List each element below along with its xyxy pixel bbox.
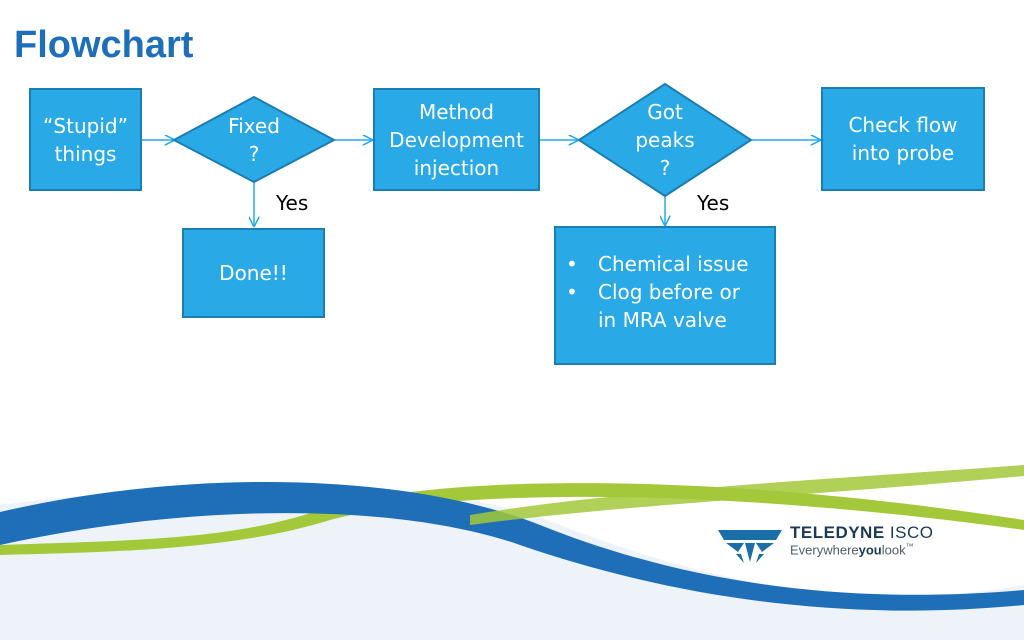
node-done: Done!! [182,228,325,318]
node-got-peaks-label: Got peaks ? [605,95,725,185]
node-check-flow-line1: Check flow [848,113,958,137]
node-check-flow-line2: into probe [851,141,955,165]
logo-brand: TELEDYNE ISCO [790,524,933,541]
decision-got-peaks [577,82,753,198]
node-stupid-things-label: “Stupid” things [43,113,128,166]
node-method-line3: injection [413,155,500,180]
logo-tag-post: look [881,542,906,558]
logo-brand-light: ISCO [884,523,934,542]
logo-tm: ™ [905,542,914,551]
list-item: Clog before or in MRA valve [566,278,758,334]
decision-fixed [171,95,337,184]
node-fixed-line1: Fixed [228,114,280,138]
node-got-peaks-line3: ? [659,156,671,180]
logo-tag-pre: Everywhere [790,542,859,558]
node-fixed-label: Fixed ? [194,110,314,170]
node-got-peaks-line2: peaks [635,128,695,152]
node-issues: Chemical issue Clog before or in MRA val… [554,226,776,365]
node-stupid-things: “Stupid” things [29,88,142,191]
edge-label-yes-fixed: Yes [276,191,309,215]
edge-label-yes-peaks: Yes [697,191,730,215]
logo-tag-bold: you [858,542,882,558]
page-title: Flowchart [14,24,194,66]
issues-list: Chemical issue Clog before or in MRA val… [558,250,758,334]
logo-tagline: Everywhereyoulook™ [790,542,933,558]
teledyne-logo-icon [718,530,782,563]
node-fixed-line2: ? [248,142,260,166]
node-got-peaks-line1: Got [647,100,683,124]
node-method-line1: Method [418,99,494,124]
logo-brand-bold: TELEDYNE [790,523,885,542]
node-check-flow: Check flow into probe [821,87,985,191]
decorative-waves [0,465,1024,640]
node-done-label: Done!! [219,261,288,285]
node-method-development: Method Development injection [373,88,540,191]
list-item: Chemical issue [566,250,758,278]
node-method-line2: Development [389,127,524,152]
teledyne-isco-logo: TELEDYNE ISCO Everywhereyoulook™ [718,524,933,556]
